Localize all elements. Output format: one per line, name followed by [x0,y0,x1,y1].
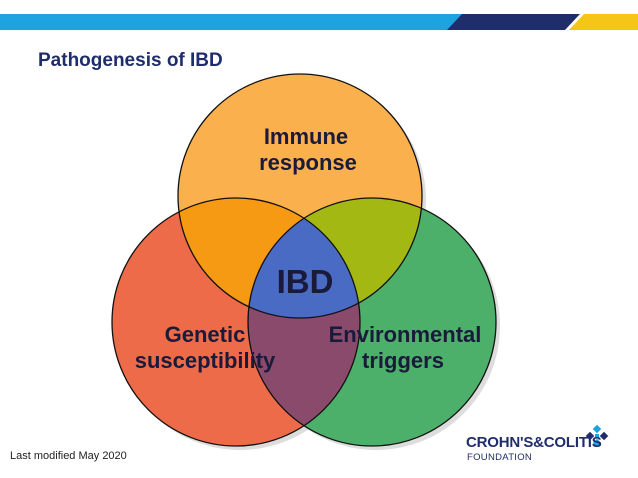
foundation-logo-icon [585,424,609,448]
foundation-logo: CROHN'S&COLITIS FOUNDATION [466,424,616,468]
overlap-all [248,198,360,318]
immune-label-line2: response [259,150,357,175]
slide-title: Pathogenesis of IBD [38,50,223,71]
immune-label-line1: Immune [264,124,348,149]
banner-blue-stripe [0,14,470,30]
environmental-label-line2: triggers [362,348,444,373]
banner-navy-stripe [447,14,580,30]
logo-name: CROHN'S&COLITIS [466,434,602,451]
environmental-label-line1: Environmental [329,322,482,347]
ibd-center-label: IBD [277,263,334,300]
footer-note: Last modified May 2020 [10,450,127,462]
genetic-label-line2: susceptibility [135,348,276,373]
genetic-label-line1: Genetic [165,322,246,347]
banner-yellow-stripe [569,14,638,30]
header-banner [0,14,638,30]
logo-subtitle: FOUNDATION [467,452,533,463]
